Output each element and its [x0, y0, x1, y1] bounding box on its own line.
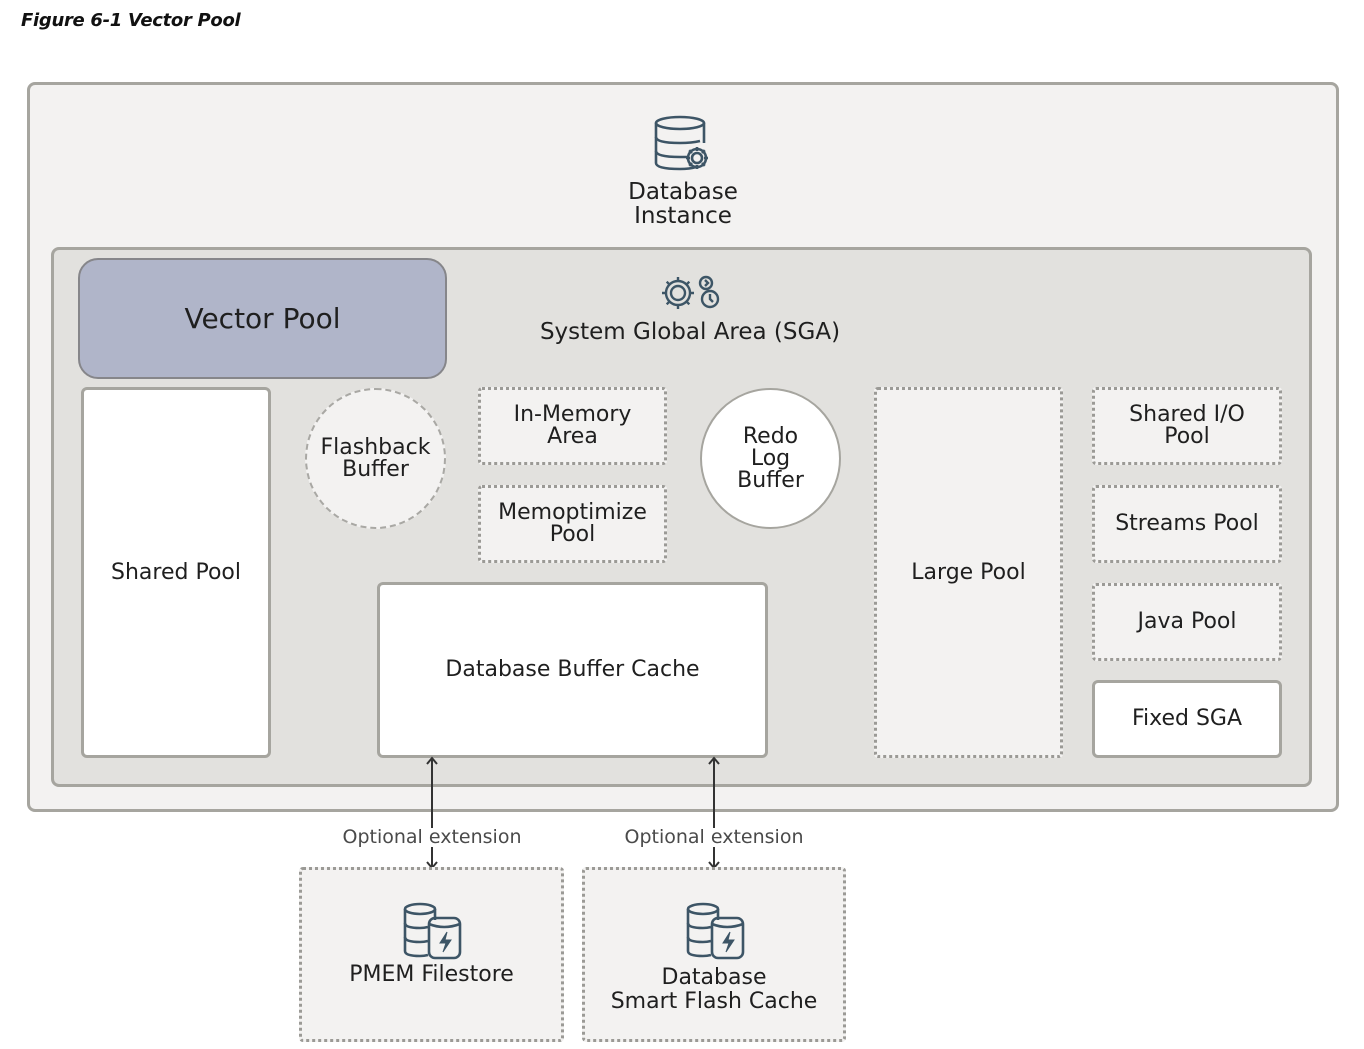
redo-log-buffer-label-line3: Buffer — [737, 467, 804, 493]
memoptimize-pool-label-line2: Pool — [549, 522, 596, 547]
smart-flash-cache-label-line1: Database — [661, 965, 767, 990]
connector-arrow-pmem — [424, 756, 440, 870]
flashback-buffer-label-line2: Buffer — [342, 456, 409, 482]
connector-label-flash-cache-text: Optional extension — [623, 825, 805, 848]
fixed-sga-box[interactable]: Fixed SGA — [1092, 680, 1282, 758]
redo-log-buffer-label-line1: Redo — [742, 423, 799, 449]
streams-pool-box[interactable]: Streams Pool — [1092, 485, 1282, 563]
vector-pool-box[interactable]: Vector Pool — [78, 258, 447, 379]
flashback-buffer-circle[interactable]: Flashback Buffer — [305, 388, 446, 529]
sga-label: System Global Area (SGA) — [539, 318, 841, 345]
gears-clock-icon — [658, 272, 722, 312]
pmem-filestore-box[interactable]: PMEM Filestore — [299, 867, 564, 1042]
shared-io-pool-box[interactable]: Shared I/O Pool — [1092, 387, 1282, 465]
connector-label-pmem-text: Optional extension — [341, 825, 523, 848]
in-memory-area-label-line1: In-Memory — [513, 402, 632, 427]
database-buffer-cache-box[interactable]: Database Buffer Cache — [377, 582, 768, 758]
smart-flash-cache-label-line2: Smart Flash Cache — [610, 989, 818, 1014]
storage-flash-icon — [685, 902, 747, 960]
in-memory-area-box[interactable]: In-Memory Area — [478, 387, 667, 465]
java-pool-box[interactable]: Java Pool — [1092, 583, 1282, 661]
database-instance-label-line1: Database — [628, 179, 738, 205]
shared-pool-box[interactable]: Shared Pool — [81, 387, 271, 758]
database-instance-label: Database Instance — [583, 180, 783, 228]
smart-flash-cache-box[interactable]: Database Smart Flash Cache — [582, 867, 846, 1042]
pmem-filestore-label: PMEM Filestore — [302, 964, 561, 986]
pmem-filestore-label-line1: PMEM Filestore — [349, 962, 514, 987]
large-pool-label: Large Pool — [911, 559, 1026, 585]
shared-io-pool-label-line1: Shared I/O — [1129, 402, 1245, 427]
connector-label-flash-cache: Optional extension — [614, 826, 814, 848]
smart-flash-cache-label: Database Smart Flash Cache — [585, 966, 843, 1014]
storage-flash-icon — [402, 902, 464, 960]
memoptimize-pool-box[interactable]: Memoptimize Pool — [478, 485, 667, 563]
shared-io-pool-label-line2: Pool — [1164, 424, 1210, 449]
fixed-sga-label: Fixed SGA — [1131, 706, 1243, 731]
database-gear-icon — [652, 113, 714, 175]
streams-pool-label: Streams Pool — [1115, 511, 1259, 536]
redo-log-buffer-circle[interactable]: Redo Log Buffer — [700, 388, 841, 529]
in-memory-area-label-line2: Area — [547, 424, 598, 449]
database-buffer-cache-label: Database Buffer Cache — [445, 657, 700, 682]
memoptimize-pool-label-line1: Memoptimize — [498, 500, 647, 525]
java-pool-label: Java Pool — [1137, 609, 1237, 634]
figure-caption: Figure 6-1 Vector Pool — [21, 10, 241, 31]
vector-pool-label: Vector Pool — [184, 301, 341, 335]
database-instance-label-line2: Instance — [634, 203, 732, 229]
flashback-buffer-label-line1: Flashback — [320, 434, 431, 460]
shared-pool-label: Shared Pool — [111, 559, 241, 585]
connector-label-pmem: Optional extension — [332, 826, 532, 848]
large-pool-box[interactable]: Large Pool — [874, 387, 1063, 758]
redo-log-buffer-label-line2: Log — [750, 445, 791, 471]
connector-arrow-flash-cache — [706, 756, 722, 870]
